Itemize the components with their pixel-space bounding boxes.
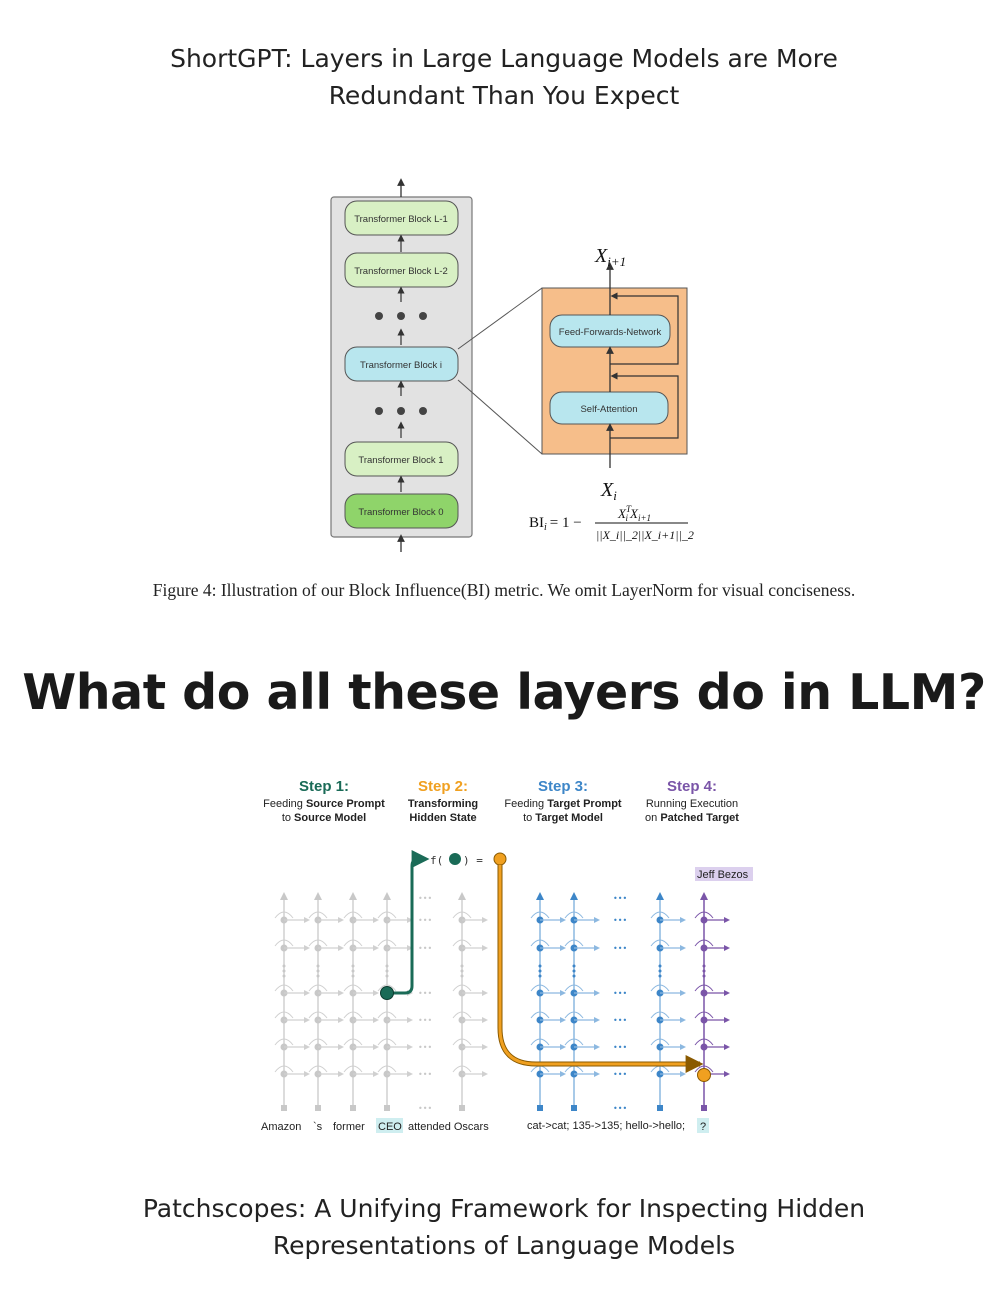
- block-l-1: Transformer Block L-1: [344, 200, 459, 236]
- svg-text:•••: •••: [613, 944, 627, 953]
- block-l-2-label: Transformer Block L-2: [354, 266, 448, 277]
- target-tokens: cat->cat; 135->135; hello->hello; ?: [527, 1118, 709, 1133]
- paper-title-line2: Redundant Than You Expect: [328, 81, 680, 110]
- svg-text:•••: •••: [613, 894, 627, 903]
- svg-text:CEO: CEO: [378, 1121, 402, 1133]
- block-0: Transformer Block 0: [344, 493, 459, 529]
- svg-text:Step 3:: Step 3:: [538, 778, 588, 795]
- svg-text:to Source Model: to Source Model: [282, 812, 366, 824]
- svg-text:•••: •••: [418, 1070, 432, 1079]
- target-model-grid: ••• ••• ••• ••• ••• ••• ••• •••: [530, 892, 730, 1113]
- ffn-label: Feed-Forwards-Network: [559, 327, 662, 338]
- svg-text:f(: f(: [430, 854, 443, 867]
- block-l-1-label: Transformer Block L-1: [354, 214, 448, 225]
- block-i: Transformer Block i: [344, 346, 459, 382]
- paper-title-line1: Patchscopes: A Unifying Framework for In…: [142, 1194, 866, 1223]
- svg-text:Hidden State: Hidden State: [409, 812, 476, 824]
- svg-text:•••: •••: [418, 1104, 432, 1113]
- x-out-label: Xi+1: [594, 245, 626, 269]
- block-1: Transformer Block 1: [344, 441, 459, 477]
- step-1-header: Step 1: Feeding Source Prompt to Source …: [263, 778, 385, 824]
- ffn-block: Feed-Forwards-Network: [549, 314, 671, 348]
- source-hidden-state: [380, 986, 394, 1000]
- attention-block: Self-Attention: [549, 391, 669, 425]
- svg-text:•••: •••: [613, 1070, 627, 1079]
- x-in-label: Xi: [600, 479, 617, 503]
- step-2-header: Step 2: Transforming Hidden State: [408, 778, 478, 824]
- svg-text:•••: •••: [418, 1043, 432, 1052]
- attention-label: Self-Attention: [580, 404, 637, 415]
- svg-text:Transforming: Transforming: [408, 798, 478, 810]
- svg-text:Feeding Source Prompt: Feeding Source Prompt: [263, 798, 385, 810]
- block-1-label: Transformer Block 1: [358, 455, 443, 466]
- svg-text:Step 1:: Step 1:: [299, 778, 349, 795]
- svg-text:attended Oscars: attended Oscars: [408, 1121, 489, 1133]
- svg-text:Step 2:: Step 2:: [418, 778, 468, 795]
- svg-text:) =: ) =: [463, 854, 483, 867]
- svg-text:to Target Model: to Target Model: [523, 812, 603, 824]
- block-influence-figure: Transformer Block L-1 Transformer Block …: [330, 178, 694, 552]
- svg-text:Feeding Target Prompt: Feeding Target Prompt: [504, 798, 622, 810]
- figure-caption: Figure 4: Illustration of our Block Infl…: [152, 580, 856, 600]
- dots-lower: [375, 407, 427, 415]
- svg-text:`s: `s: [313, 1121, 323, 1133]
- svg-text:cat->cat; 135->135; hello->hel: cat->cat; 135->135; hello->hello;: [527, 1120, 685, 1132]
- output-label: Jeff Bezos: [697, 869, 749, 881]
- svg-text:•••: •••: [418, 944, 432, 953]
- svg-text:•••: •••: [418, 894, 432, 903]
- zoom-block-detail: [541, 287, 688, 455]
- patchscopes-figure: Step 1: Feeding Source Prompt to Source …: [261, 778, 753, 1133]
- paper-title-line1: ShortGPT: Layers in Large Language Model…: [170, 44, 838, 73]
- block-0-label: Transformer Block 0: [358, 507, 443, 518]
- svg-text:BIi= 1 −: BIi= 1 −: [529, 515, 582, 533]
- svg-text:former: former: [333, 1121, 365, 1133]
- paper-title-shortgpt: ShortGPT: Layers in Large Language Model…: [0, 40, 1008, 114]
- paper-title-line2: Representations of Language Models: [272, 1231, 736, 1260]
- paper-title-patchscopes: Patchscopes: A Unifying Framework for In…: [0, 1190, 1008, 1264]
- svg-text:•••: •••: [613, 989, 627, 998]
- source-model-grid: ••• ••• ••• ••• ••• ••• ••• •••: [274, 892, 488, 1113]
- svg-text:•••: •••: [613, 916, 627, 925]
- dots-upper: [375, 312, 427, 320]
- svg-text:Amazon: Amazon: [261, 1121, 301, 1133]
- step-4-header: Step 4: Running Execution on Patched Tar…: [645, 778, 739, 824]
- svg-text:•••: •••: [613, 1016, 627, 1025]
- svg-text:Step 4:: Step 4:: [667, 778, 717, 795]
- svg-text:•••: •••: [418, 989, 432, 998]
- transform-function: f( ) =: [430, 852, 507, 867]
- bi-denominator: ||X_i||_2||X_i+1||_2: [596, 528, 694, 542]
- svg-text:•••: •••: [418, 1016, 432, 1025]
- block-l-2: Transformer Block L-2: [344, 252, 459, 288]
- block-i-label: Transformer Block i: [360, 360, 442, 371]
- svg-text:Running Execution: Running Execution: [646, 798, 738, 810]
- svg-text:•••: •••: [613, 1104, 627, 1113]
- step-3-header: Step 3: Feeding Target Prompt to Target …: [504, 778, 622, 824]
- patched-hidden-state: [697, 1068, 711, 1082]
- svg-text:?: ?: [700, 1121, 706, 1133]
- svg-text:on Patched Target: on Patched Target: [645, 812, 739, 824]
- source-tokens: Amazon `s former CEO attended Oscars: [261, 1118, 489, 1133]
- svg-text:•••: •••: [418, 916, 432, 925]
- section-heading: What do all these layers do in LLM?: [22, 664, 986, 721]
- svg-text:•••: •••: [613, 1043, 627, 1052]
